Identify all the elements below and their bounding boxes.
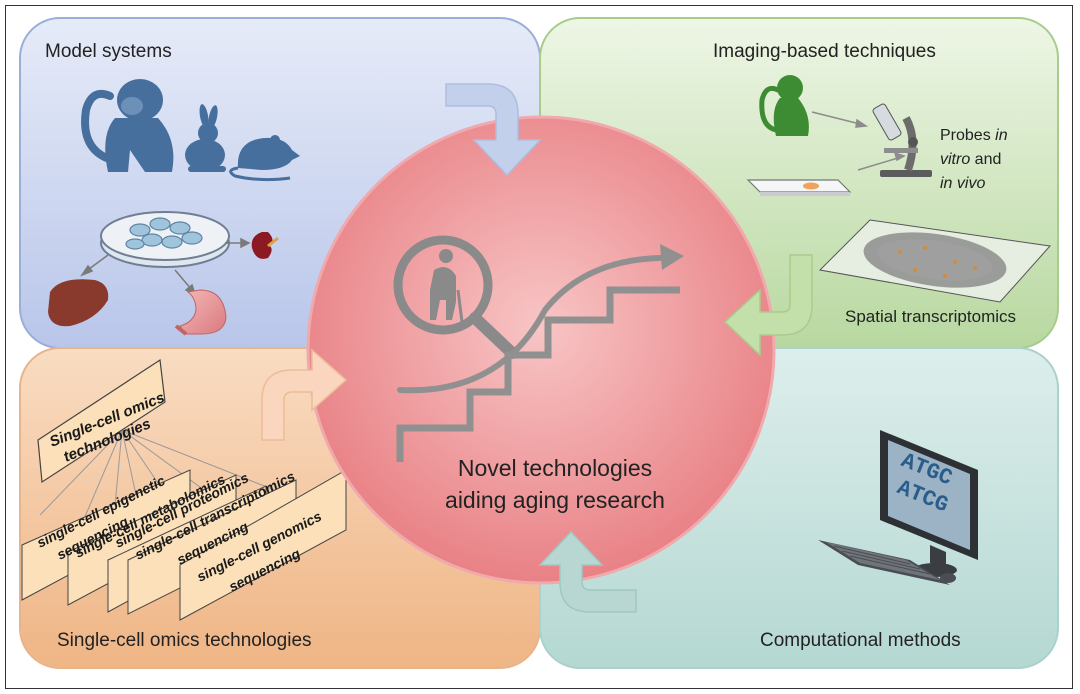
magnifier-elder-icon bbox=[393, 235, 518, 359]
arrow-from-model-systems bbox=[445, 83, 542, 177]
rabbit-icon bbox=[185, 104, 226, 172]
microscope-icon bbox=[872, 103, 932, 177]
arrow-from-computational bbox=[538, 530, 637, 613]
arrow-from-single-cell bbox=[261, 348, 348, 441]
petri-dish-icon bbox=[100, 211, 230, 268]
center-line2: aiding aging research bbox=[445, 487, 665, 513]
green-monkey-icon bbox=[759, 75, 809, 136]
spatial-tissue-icon bbox=[818, 219, 1051, 303]
kidney-icon bbox=[251, 232, 279, 259]
computer-icon: ATGC ATCG bbox=[818, 430, 978, 585]
computational-title: Computational methods bbox=[760, 630, 961, 651]
trend-curve bbox=[397, 255, 663, 394]
single-cell-title: Single-cell omics technologies bbox=[57, 630, 312, 651]
monkey-icon bbox=[81, 79, 174, 172]
center-line1: Novel technologies bbox=[458, 455, 652, 481]
arrow-from-imaging bbox=[723, 254, 813, 357]
trend-arrowhead bbox=[660, 244, 684, 270]
stomach-icon bbox=[174, 289, 227, 336]
glass-slide-icon bbox=[746, 179, 852, 196]
model-systems-title: Model systems bbox=[45, 41, 172, 62]
imaging-title: Imaging-based techniques bbox=[713, 41, 936, 62]
center-circle bbox=[306, 115, 776, 585]
probes-label-line2: vitro and bbox=[940, 151, 1001, 168]
probes-label: Probes in bbox=[940, 127, 1008, 144]
staircase bbox=[396, 286, 680, 462]
spatial-transcriptomics-label: Spatial transcriptomics bbox=[845, 307, 1016, 326]
mouse-icon bbox=[229, 135, 300, 182]
probes-label-line3: in vivo bbox=[940, 175, 985, 192]
liver-icon bbox=[48, 279, 109, 327]
probe-arrows bbox=[811, 111, 906, 171]
